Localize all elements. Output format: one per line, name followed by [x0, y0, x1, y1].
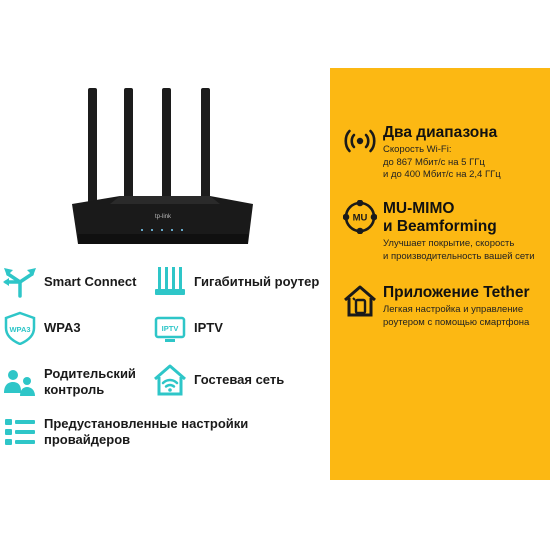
router-brand-logo: tp-link	[155, 214, 172, 220]
desc-line: до 867 Мбит/с на 5 ГГц	[383, 156, 485, 168]
feature-isp-presets: Предустановленные настройки провайдеров	[2, 414, 248, 450]
wpa3-icon-text: WPA3	[9, 325, 30, 334]
desc-line: роутером с помощью смартфона	[383, 316, 530, 328]
router-image: tp-link	[60, 84, 265, 254]
router-antennas-icon	[152, 264, 188, 300]
feature-label: Гигабитный роутер	[194, 274, 320, 289]
feature-description: Легкая настройка и управление роутером с…	[383, 304, 530, 329]
feature-parental-control: Родительский контроль	[2, 364, 136, 400]
desc-line: Скорость Wi-Fi:	[383, 144, 452, 155]
feature-label: Предустановленные настройки провайдеров	[44, 416, 248, 448]
tether-app-home-icon	[343, 284, 377, 318]
feature-guest-network: Гостевая сеть	[152, 362, 284, 398]
guest-network-home-icon	[152, 362, 188, 398]
feature-label: Гостевая сеть	[194, 372, 285, 387]
label-line: Предустановленные настройки	[44, 416, 249, 431]
desc-line: и производительность вашей сети	[383, 250, 535, 262]
parental-control-icon	[2, 364, 38, 400]
feature-title: MU-MIMO и Beamforming	[383, 200, 535, 236]
feature-label: Родительский контроль	[44, 366, 136, 398]
feature-title: Два диапазона	[383, 124, 498, 141]
label-line: провайдеров	[44, 432, 131, 447]
feature-label: IPTV	[194, 320, 223, 335]
mu-mimo-icon: MU	[342, 199, 378, 235]
feature-gigabit-router: Гигабитный роутер	[152, 264, 319, 300]
feature-iptv: IPTV IPTV	[152, 310, 223, 346]
preset-list-icon	[2, 414, 38, 450]
dual-band-signal-icon	[343, 124, 377, 158]
desc-line: Улучшает покрытие, скорость	[383, 238, 515, 249]
feature-smart-connect: Smart Connect	[2, 264, 136, 300]
title-line: MU-MIMO	[383, 200, 455, 217]
title-line: и Beamforming	[383, 218, 497, 235]
feature-label: WPA3	[44, 320, 81, 335]
desc-line: и до 400 Мбит/с на 2,4 ГГц	[383, 169, 501, 180]
smart-connect-arrows-icon	[2, 264, 38, 300]
desc-line: Легкая настройка и управление	[383, 304, 524, 315]
feature-wpa3: WPA3 WPA3	[2, 310, 81, 346]
label-line: Родительский	[44, 366, 136, 381]
mu-mimo-icon-text: MU	[353, 213, 368, 224]
feature-title: Приложение Tether	[383, 284, 530, 301]
feature-mu-mimo: MU MU-MIMO и Beamforming Улучшает покрыт…	[342, 199, 535, 263]
feature-description: Улучшает покрытие, скорость и производит…	[383, 238, 535, 263]
wpa3-shield-icon: WPA3	[2, 310, 38, 346]
feature-tether-app: Приложение Tether Легкая настройка и упр…	[343, 284, 530, 329]
iptv-screen-icon: IPTV	[152, 310, 188, 346]
feature-dual-band: Два диапазона Скорость Wi-Fi: до 867 Мби…	[343, 124, 501, 182]
label-line: контроль	[44, 382, 105, 397]
iptv-icon-text: IPTV	[162, 324, 179, 333]
feature-label: Smart Connect	[44, 274, 137, 289]
feature-description: Скорость Wi-Fi: до 867 Мбит/с на 5 ГГц и…	[383, 144, 501, 182]
